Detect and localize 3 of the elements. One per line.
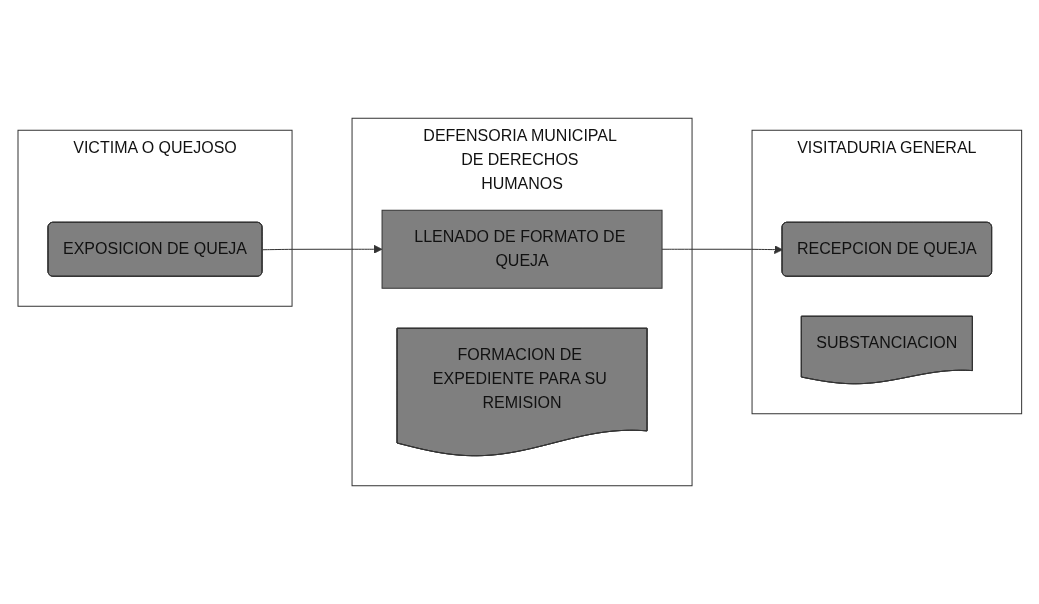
- arrow: [661, 245, 783, 254]
- arrow: [261, 244, 383, 254]
- node-box: LLENADO DE FORMATO DE QUEJA: [381, 209, 663, 289]
